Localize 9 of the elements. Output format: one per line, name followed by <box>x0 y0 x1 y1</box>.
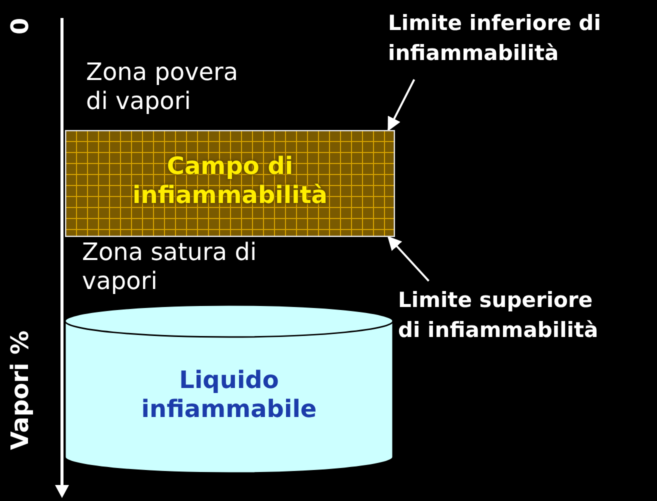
arrow <box>388 79 416 132</box>
zone-label: Zona satura di vapori <box>82 238 257 296</box>
axis-label: Vapori % <box>8 330 32 450</box>
cylinder-label: Liquido infiammabile <box>140 366 318 424</box>
limit-label: Limite superiore di infiammabilità <box>398 287 600 344</box>
arrow <box>387 236 430 282</box>
zone-label: Zona povera di vapori <box>86 58 240 116</box>
limit-label: Limite inferiore di infiammabilità <box>388 10 602 68</box>
axis-label: 0 <box>8 18 32 34</box>
